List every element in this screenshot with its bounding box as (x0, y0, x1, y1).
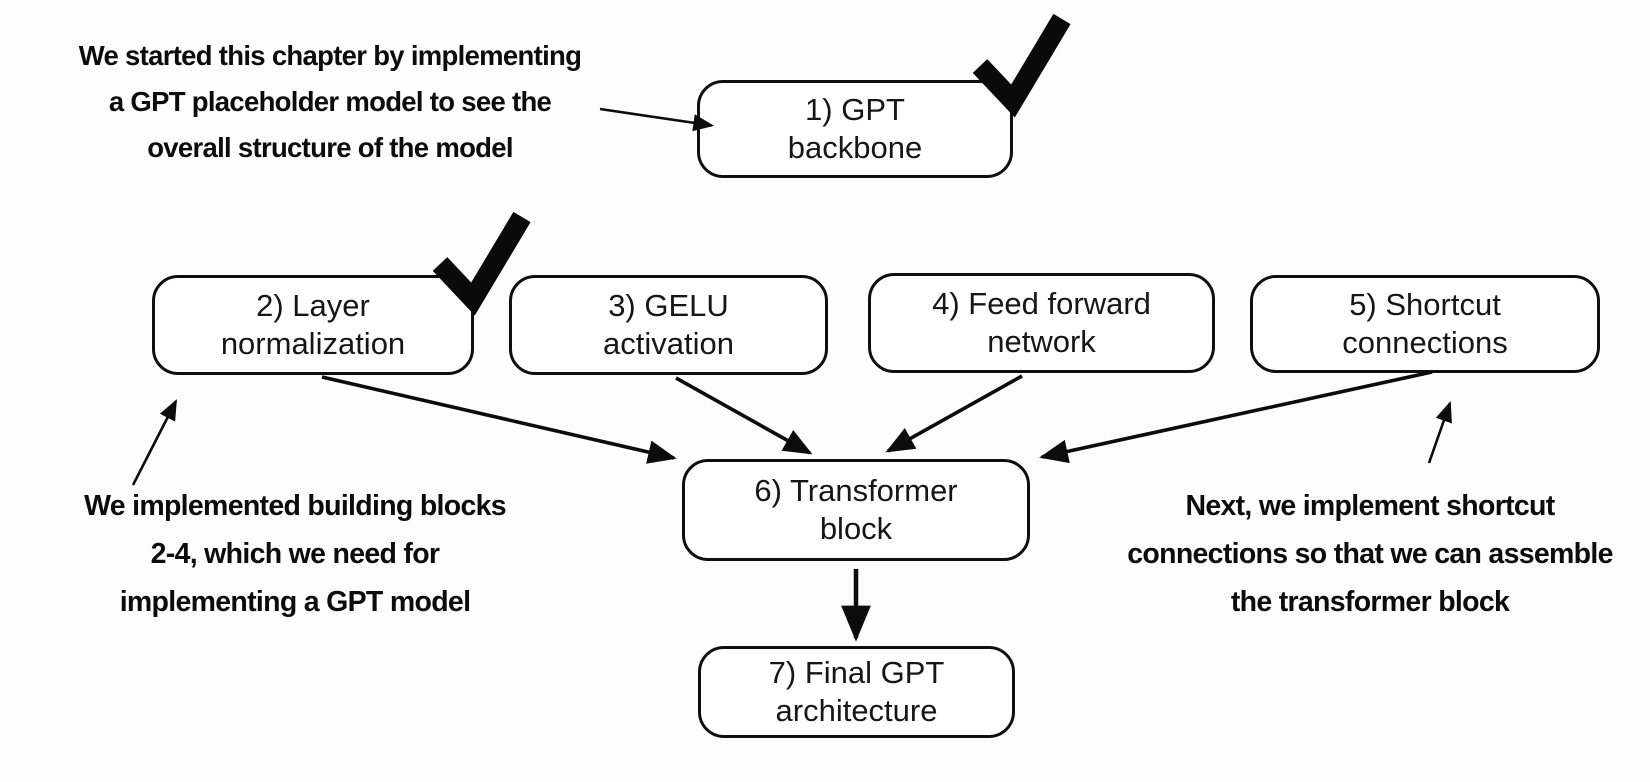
node-label-line: 4) Feed forward (932, 286, 1151, 322)
annotation-line: implementing a GPT model (119, 586, 471, 618)
arrow-layer-norm-to-transformer (321, 375, 677, 464)
node-gelu-activation: 3) GELU activation (509, 275, 828, 375)
annotation-line: a GPT placeholder model to see the (108, 86, 552, 117)
annotation-line: Next, we implement shortcut (1185, 490, 1555, 522)
arrow-annotation-to-layer-norm (131, 399, 178, 486)
node-shortcut-connections: 5) Shortcut connections (1250, 275, 1600, 373)
annotation-building-blocks: We implemented building blocks 2-4, whic… (55, 482, 535, 626)
node-layer-normalization: 2) Layer normalization (152, 275, 474, 375)
arrow-annotation-to-shortcut (1427, 401, 1452, 464)
arrow-shortcut-to-transformer (1039, 370, 1433, 464)
annotation-line: We started this chapter by implementing (78, 40, 582, 71)
node-label-line: 7) Final GPT (768, 655, 945, 691)
node-feed-forward-network: 4) Feed forward network (868, 273, 1215, 373)
node-label-line: normalization (220, 326, 406, 361)
annotation-line: overall structure of the model (147, 132, 513, 163)
node-label-line: architecture (775, 693, 938, 728)
node-label-line: network (987, 324, 1096, 359)
node-transformer-block: 6) Transformer block (682, 459, 1030, 561)
node-label-line: 6) Transformer (754, 473, 958, 509)
arrow-intro-to-gpt-backbone (599, 107, 715, 132)
node-label-line: 2) Layer (256, 288, 370, 324)
arrow-gelu-to-transformer (675, 376, 813, 455)
arrow-feed-forward-to-transformer (885, 374, 1023, 453)
annotation-next-step: Next, we implement shortcut connections … (1120, 482, 1620, 626)
annotation-line: We implemented building blocks (84, 490, 507, 522)
annotation-line: connections so that we can assemble (1127, 538, 1613, 570)
node-label-line: 1) GPT (805, 92, 905, 128)
node-label-line: backbone (787, 130, 923, 165)
annotation-line: 2-4, which we need for (150, 538, 440, 570)
node-label-line: activation (603, 326, 734, 361)
node-label-line: block (819, 511, 893, 546)
node-label-line: 5) Shortcut (1349, 287, 1501, 323)
annotation-intro: We started this chapter by implementing … (45, 33, 615, 171)
node-label-line: 3) GELU (608, 288, 729, 324)
annotation-line: the transformer block (1230, 586, 1510, 618)
node-gpt-backbone: 1) GPT backbone (697, 80, 1013, 178)
node-label-line: connections (1342, 325, 1508, 360)
node-final-gpt-architecture: 7) Final GPT architecture (698, 646, 1015, 738)
